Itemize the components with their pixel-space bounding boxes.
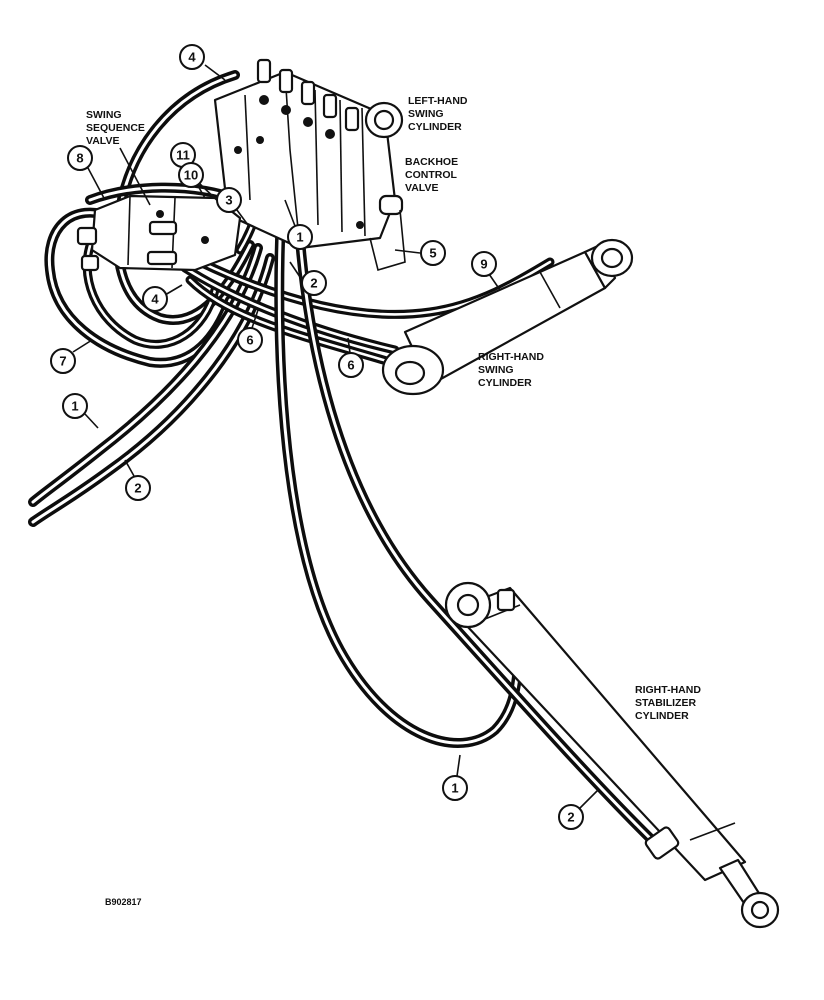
svg-text:2: 2 (567, 810, 574, 825)
callout-2-bottom: 2 (558, 789, 599, 830)
label-line: BACKHOE (405, 156, 458, 168)
label-line: VALVE (86, 135, 119, 147)
label-line: SWING (86, 109, 122, 121)
svg-text:7: 7 (59, 354, 66, 369)
svg-text:1: 1 (71, 399, 78, 414)
callout-6-left: 6 (237, 309, 263, 353)
svg-text:4: 4 (151, 292, 159, 307)
label-line: SEQUENCE (86, 122, 145, 134)
label-line: SWING (478, 364, 514, 376)
label-line: STABILIZER (635, 697, 696, 709)
left-swing-cylinder (364, 101, 404, 139)
callout-7: 7 (50, 339, 93, 374)
label-left-swing-cylinder: LEFT-HAND SWING CYLINDER (408, 95, 468, 133)
callout-8: 8 (67, 145, 106, 201)
label-line: SWING (408, 108, 444, 120)
svg-text:11: 11 (176, 148, 190, 163)
label-line: CYLINDER (478, 377, 532, 389)
figure-reference: B902817 (105, 897, 142, 907)
label-right-swing-cylinder: RIGHT-HAND SWING CYLINDER (478, 351, 544, 389)
leader-line (119, 147, 151, 206)
swing-sequence-valve (76, 194, 242, 272)
hose-7 (82, 235, 220, 349)
callout-2-top: 2 (289, 261, 327, 296)
svg-text:4: 4 (188, 50, 196, 65)
svg-text:8: 8 (76, 151, 83, 166)
callout-6-right: 6 (338, 337, 364, 378)
label-line: RIGHT-HAND (635, 684, 701, 696)
svg-text:2: 2 (134, 481, 141, 496)
svg-text:9: 9 (480, 257, 487, 272)
svg-text:1: 1 (296, 230, 303, 245)
label-line: CYLINDER (635, 710, 689, 722)
right-stabilizer-cylinder (444, 581, 780, 929)
label-swing-sequence-valve: SWING SEQUENCE VALVE (86, 109, 151, 206)
callout-1-top: 1 (284, 199, 313, 250)
svg-text:6: 6 (347, 358, 354, 373)
callout-1-left: 1 (62, 393, 99, 429)
label-line: CONTROL (405, 169, 457, 181)
svg-text:1: 1 (451, 781, 458, 796)
svg-text:10: 10 (184, 168, 198, 183)
right-swing-cylinder (381, 238, 634, 396)
label-line: VALVE (405, 182, 438, 194)
hose-2-stabilizer (291, 160, 665, 853)
svg-text:2: 2 (310, 276, 317, 291)
callout-2-left: 2 (124, 459, 151, 501)
label-backhoe-control-valve: BACKHOE CONTROL VALVE (405, 156, 458, 194)
callout-4-bottom: 4 (142, 284, 183, 312)
label-line: RIGHT-HAND (478, 351, 544, 363)
callout-4-top: 4 (179, 44, 226, 81)
label-line: LEFT-HAND (408, 95, 468, 107)
svg-text:3: 3 (225, 193, 232, 208)
callout-9: 9 (471, 251, 501, 291)
label-line: CYLINDER (408, 121, 462, 133)
backhoe-control-valve (213, 58, 406, 272)
hoses (28, 70, 665, 853)
svg-text:5: 5 (429, 246, 436, 261)
callout-3: 3 (216, 187, 249, 226)
callout-1-bottom: 1 (442, 754, 468, 801)
label-right-stabilizer-cylinder: RIGHT-HAND STABILIZER CYLINDER (635, 684, 701, 722)
callout-10: 10 (178, 162, 223, 206)
svg-text:6: 6 (246, 333, 253, 348)
callouts: 4 8 11 10 3 1 5 (50, 44, 599, 830)
callout-5: 5 (394, 240, 446, 266)
